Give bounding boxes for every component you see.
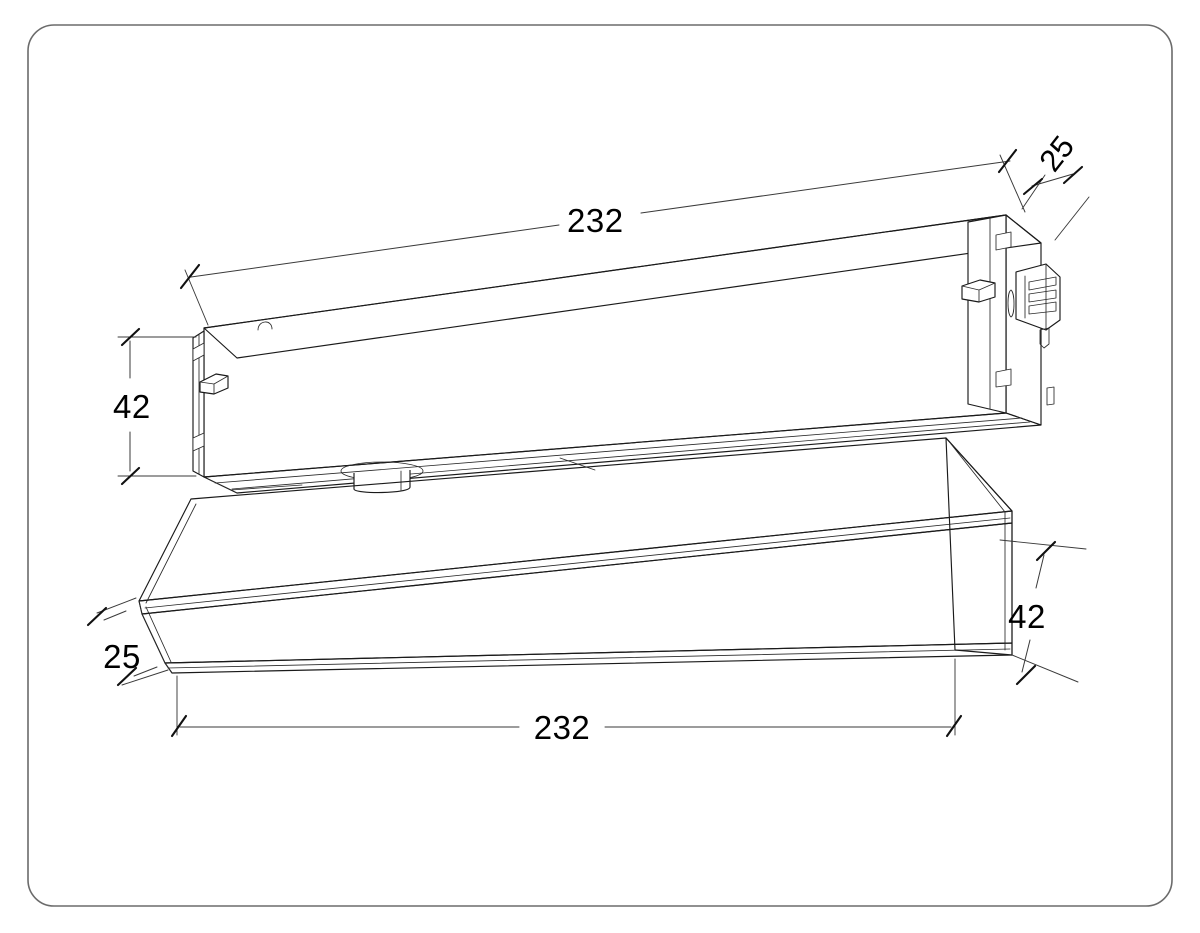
connector-contact-fin-2 — [1028, 289, 1057, 303]
upper-right-retaining-clip — [961, 279, 996, 303]
upper-right-end-plate — [967, 214, 1007, 414]
rounded-border — [27, 24, 1173, 907]
connector-oval-recess — [1007, 289, 1015, 318]
magnetic-connector-face — [1024, 263, 1047, 331]
upper-bottom-step-left — [209, 479, 303, 491]
connector-contact-fin-3 — [1028, 301, 1057, 315]
upper-right-small-slot — [1046, 386, 1055, 406]
connector-pin — [1039, 327, 1050, 349]
dim-upper-depth-tick-b — [1062, 165, 1084, 185]
lower-right-end-inner-edge — [950, 443, 1006, 651]
dim-lower-width-tick-bottom — [1015, 664, 1037, 686]
upper-bottom-rim-line — [214, 417, 1023, 484]
dim-upper-height-tick-top — [120, 327, 141, 347]
mounting-boss-cylinder — [353, 470, 411, 494]
dim-lower-width: 42 — [999, 539, 1087, 686]
upper-right-notch-bottom — [995, 368, 1012, 388]
dim-upper-length-tick-left — [179, 263, 201, 290]
led-channel-upper-edge-inner — [144, 517, 1011, 609]
dim-upper-depth-label: 25 — [1032, 129, 1081, 178]
upper-right-clip-edge — [961, 282, 996, 303]
magnetic-connector-body — [1015, 263, 1061, 331]
dim-lower-length: 232 — [170, 658, 963, 746]
dim-lower-depth-line-top — [103, 610, 127, 621]
dim-upper-length-label: 232 — [567, 202, 624, 239]
dim-lower-depth-line-bottom — [133, 666, 158, 677]
dim-lower-length-tick-right — [945, 714, 963, 738]
dim-lower-depth-ext-bottom — [121, 669, 169, 686]
dim-upper-length: 232 — [179, 148, 1026, 326]
dim-upper-length-ext-right — [999, 154, 1026, 213]
dim-upper-height-label: 42 — [113, 388, 151, 425]
dim-lower-length-label: 232 — [534, 709, 591, 746]
upper-left-notch-bottom — [192, 432, 205, 452]
dim-lower-depth-tick-bottom — [116, 666, 138, 687]
dim-lower-depth-tick-top — [86, 606, 108, 627]
lower-left-chamfer — [145, 503, 197, 604]
dim-upper-length-line-b — [640, 160, 1011, 214]
dim-lower-depth-label: 25 — [103, 638, 141, 675]
led-channel-lower-strip — [164, 642, 1013, 674]
dim-upper-depth-tick-a — [1022, 177, 1044, 196]
dim-lower-width-ext-bottom — [1011, 654, 1079, 683]
upper-left-notch-top — [192, 342, 205, 362]
dim-lower-width-ext-top — [999, 539, 1087, 550]
dim-lower-width-line-top — [1035, 554, 1045, 589]
upper-bottom-parting-line — [559, 457, 596, 471]
dim-lower-width-line-bottom — [1021, 639, 1031, 673]
dim-upper-height: 42 — [113, 327, 197, 486]
upper-left-clip-edge — [199, 375, 229, 395]
dim-upper-depth-ext-b — [1054, 196, 1090, 241]
dim-lower-depth: 25 — [86, 597, 169, 687]
lower-body-back-face — [138, 437, 1013, 602]
dim-upper-length-tick-right — [997, 148, 1018, 174]
dim-upper-length-line-a — [190, 224, 560, 278]
led-channel-upper-edge — [138, 510, 1013, 615]
dim-lower-width-tick-top — [1035, 540, 1057, 562]
lower-body-right-end-face — [945, 437, 1013, 656]
dim-upper-depth-line — [1031, 173, 1074, 187]
led-channel-lower-strip-inner — [167, 648, 1011, 669]
dim-upper-height-tick-bottom — [120, 466, 141, 486]
dim-lower-length-tick-left — [170, 714, 188, 738]
connector-contact-fin-1 — [1028, 276, 1057, 291]
lower-left-end-edge — [138, 600, 173, 674]
lower-body-front-face — [141, 522, 1013, 664]
upper-right-notch-top — [995, 231, 1012, 251]
lower-left-end-edge-2 — [145, 606, 172, 663]
dim-upper-depth: 25 — [1021, 129, 1090, 241]
lower-isometric-view — [138, 437, 1013, 674]
upper-isometric-view — [192, 214, 1061, 494]
dim-lower-width-label: 42 — [1008, 598, 1046, 635]
upper-bottom-rim-line-2 — [231, 421, 1031, 490]
upper-front-dome-bump — [257, 321, 273, 331]
